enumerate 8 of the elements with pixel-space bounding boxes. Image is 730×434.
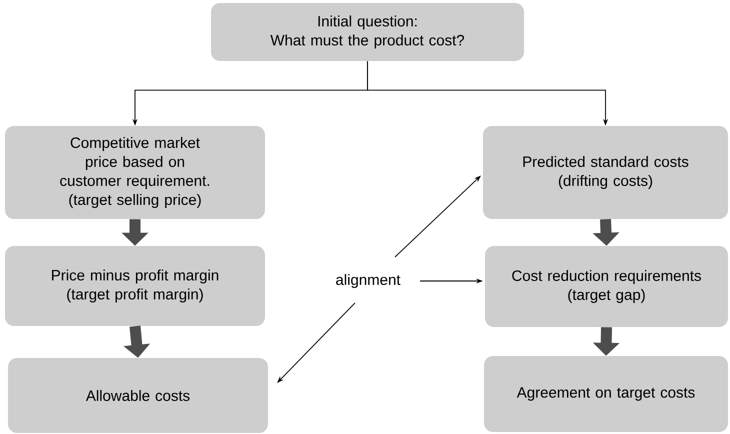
process-box: Price minus profit margin (target profit margin) <box>5 246 265 326</box>
process-box: Allowable costs <box>8 358 268 433</box>
process-box: Predicted standard costs (drifting costs) <box>483 126 728 219</box>
process-box: Initial question: What must the product cost? <box>211 3 524 61</box>
process-box: Agreement on target costs <box>484 356 728 432</box>
process-box: Cost reduction requirements (target gap) <box>485 246 728 327</box>
text-label: alignment <box>336 274 400 288</box>
process-box: Competitive market price based on customer requirement. (target selling price) <box>5 126 265 219</box>
